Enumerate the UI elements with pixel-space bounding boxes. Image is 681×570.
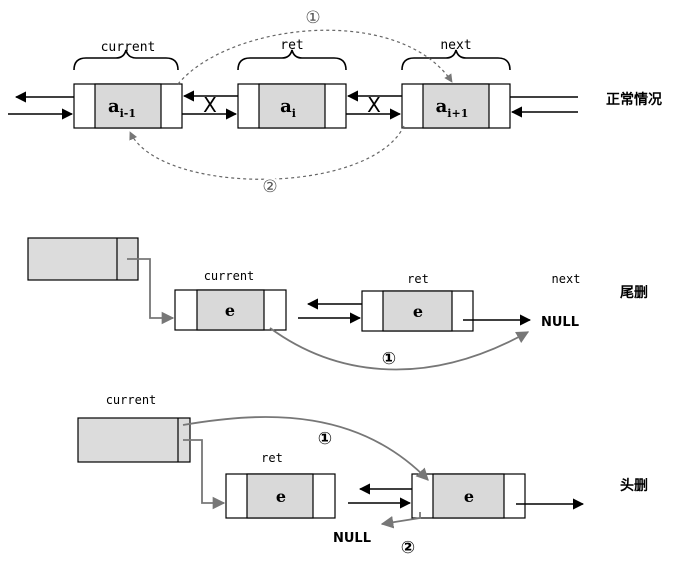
node-ret-3-label: e [276, 487, 286, 506]
section-normal-case: current ret next ai-1 ai ai+1 [8, 8, 662, 197]
svg-text:ai+1: ai+1 [436, 96, 469, 120]
node-a-cur-label: a [280, 96, 292, 117]
marker-two-3: ② [401, 538, 415, 558]
node-ret-3: e [225, 473, 336, 519]
section-head-delete: current ret e e ① NULL ② 头删 [77, 393, 648, 558]
node-ret-2: e [361, 290, 474, 332]
node-a-next: ai+1 [401, 83, 511, 129]
label-current-2: current [204, 269, 255, 283]
node-a-prev-sub: i-1 [120, 107, 136, 120]
arc-two [129, 125, 405, 180]
label-current: current [101, 40, 156, 55]
cut-mark-left: X [203, 93, 217, 117]
section-tail-delete: current ret next e e NULL ① 尾删 [27, 237, 648, 371]
label-current-3: current [106, 393, 157, 407]
null-label-2: NULL [541, 315, 579, 330]
node-a-next-label: a [436, 96, 448, 117]
label-ret-2: ret [407, 272, 429, 286]
node-ret-2-label: e [413, 302, 423, 321]
node-next-3-label: e [464, 487, 474, 506]
node-current-2-label: e [225, 301, 235, 320]
node-next-3: e [411, 473, 526, 519]
node-a-prev-label: a [108, 96, 120, 117]
brace-ret [237, 49, 347, 71]
null-label-3: NULL [333, 531, 371, 546]
marker-one-2: ① [382, 349, 396, 369]
node-a-next-sub: i+1 [447, 107, 468, 120]
label-ret-3: ret [261, 451, 283, 465]
node-head-gray [27, 237, 139, 281]
label-next-2: next [552, 272, 581, 286]
caption-tail-delete: 尾删 [620, 285, 648, 301]
marker-two: ② [262, 177, 277, 197]
node-a-cur: ai [237, 83, 347, 129]
brace-next [401, 49, 511, 71]
gray-arc-current-to-next [182, 416, 429, 481]
marker-one: ① [305, 8, 320, 28]
node-a-prev: ai-1 [73, 83, 183, 129]
node-current-3 [77, 417, 191, 463]
gray-arc-current-to-null [269, 327, 530, 371]
label-ret: ret [280, 38, 303, 53]
marker-one-3: ① [318, 429, 332, 449]
svg-text:ai-1: ai-1 [108, 96, 136, 120]
svg-text:ai: ai [280, 96, 296, 120]
node-a-cur-sub: i [292, 107, 296, 120]
cut-mark-right: X [367, 93, 381, 117]
node-current-2: e [174, 289, 287, 331]
caption-normal: 正常情况 [606, 91, 662, 108]
gray-arrow-head-to-current [127, 258, 175, 325]
label-next: next [440, 38, 471, 53]
caption-head-delete: 头删 [620, 477, 648, 494]
gray-arrow-next-to-null [380, 512, 421, 529]
brace-current [73, 49, 179, 71]
gray-arrow-current-to-ret [183, 439, 226, 510]
arc-one [177, 29, 453, 85]
